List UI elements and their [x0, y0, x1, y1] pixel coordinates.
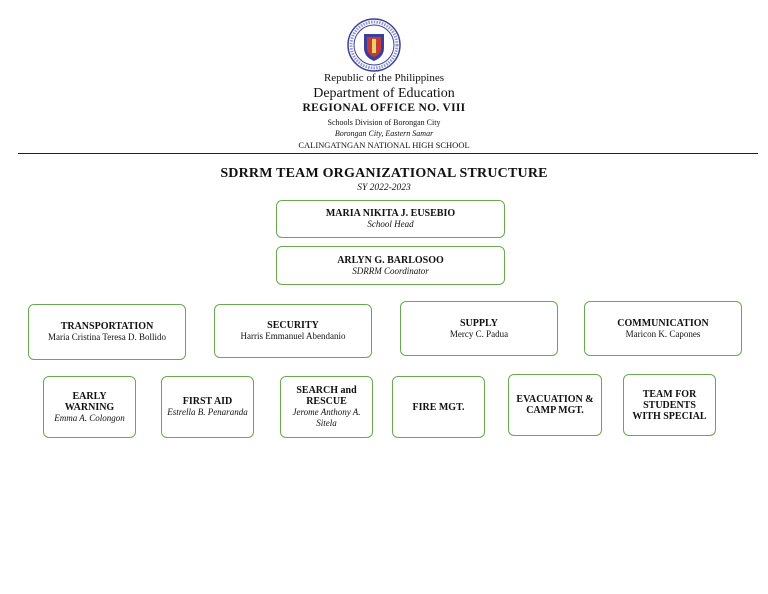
org-box-first-aid: FIRST AID Estrella B. Penaranda — [161, 376, 254, 438]
org-box-evacuation: EVACUATION & CAMP MGT. — [508, 374, 602, 436]
org-box-early-warning: EARLY WARNING Emma A. Colongon — [43, 376, 136, 438]
division-line: Schools Division of Borongan City — [327, 118, 441, 127]
org-box-special-students: TEAM FOR STUDENTS WITH SPECIAL — [623, 374, 716, 436]
team-member: Maria Cristina Teresa D. Bollido — [48, 332, 166, 342]
org-box-school-head: MARIA NIKITA J. EUSEBIO School Head — [276, 200, 505, 238]
team-role: TEAM FOR STUDENTS WITH SPECIAL — [632, 388, 707, 422]
head-position: School Head — [367, 219, 414, 229]
team-role: EVACUATION & CAMP MGT. — [516, 394, 594, 416]
page-title: SDRRM TEAM ORGANIZATIONAL STRUCTURE — [220, 166, 548, 181]
team-member: Estrella B. Penaranda — [167, 407, 248, 417]
coordinator-name: ARLYN G. BARLOSOO — [337, 254, 444, 266]
team-member: Mercy C. Padua — [449, 328, 509, 339]
team-member: Harris Emmanuel Abendanio — [240, 331, 346, 341]
team-member: Maricon K. Capones — [625, 328, 701, 339]
coordinator-position: SDRRM Coordinator — [352, 265, 429, 276]
org-box-supply: SUPPLY Mercy C. Padua — [400, 301, 558, 356]
location-line: Borongan City, Eastern Samar — [334, 129, 434, 138]
region-line: REGIONAL OFFICE NO. VIII — [302, 102, 466, 114]
team-role: FIRST AID — [182, 396, 233, 407]
team-role: EARLY WARNING — [64, 390, 115, 413]
republic-line: Republic of the Philippines — [323, 72, 445, 84]
team-role: SECURITY — [267, 320, 319, 331]
head-name: MARIA NIKITA J. EUSEBIO — [325, 208, 456, 219]
school-line: CALINGATNGAN NATIONAL HIGH SCHOOL — [298, 140, 470, 150]
department-line: Department of Education — [313, 86, 455, 101]
org-box-communication: COMMUNICATION Maricon K. Capones — [584, 301, 742, 356]
team-role: FIRE MGT. — [412, 401, 465, 413]
team-role: SUPPLY — [460, 317, 498, 329]
team-role: COMMUNICATION — [617, 317, 709, 329]
header-divider — [18, 153, 758, 154]
team-role: SEARCH and RESCUE — [296, 385, 357, 407]
org-box-coordinator: ARLYN G. BARLOSOO SDRRM Coordinator — [276, 246, 505, 285]
team-member: Jerome Anthony A. Sitela — [292, 407, 361, 428]
team-member: Emma A. Colongon — [54, 412, 125, 423]
org-box-fire-mgt: FIRE MGT. — [392, 376, 485, 438]
deped-seal-logo — [347, 18, 401, 72]
team-role: TRANSPORTATION — [60, 321, 154, 332]
org-box-search-and-rescue: SEARCH and RESCUE Jerome Anthony A. Site… — [280, 376, 373, 438]
school-year: SY 2022-2023 — [357, 183, 411, 193]
org-box-security: SECURITY Harris Emmanuel Abendanio — [214, 304, 372, 358]
org-box-transportation: TRANSPORTATION Maria Cristina Teresa D. … — [28, 304, 186, 360]
